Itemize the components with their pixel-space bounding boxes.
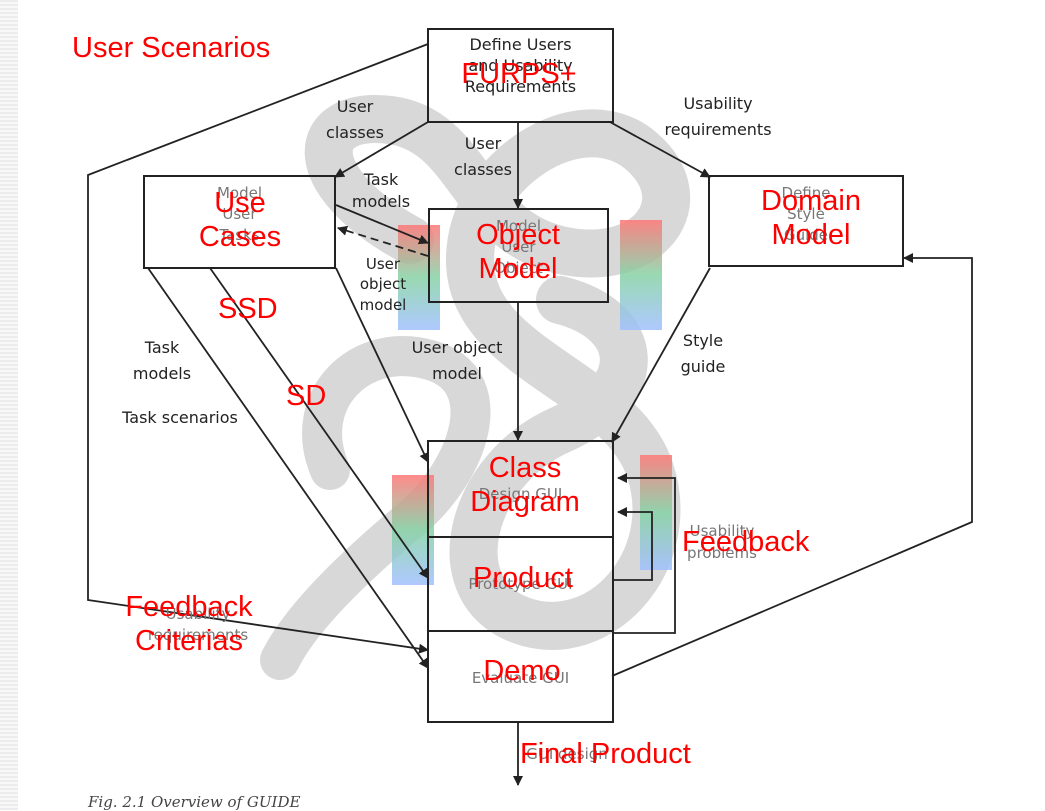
edge-label-usability-requirements: Usability requirements <box>664 94 772 139</box>
annotation-feedback-right: Feedback <box>682 526 810 558</box>
edge-label-user-object-model-small: User object model <box>359 255 407 314</box>
figure-caption: Fig. 2.1 Overview of GUIDE <box>88 793 301 811</box>
define-users-box: Define Users and Usability Requirements <box>427 28 614 123</box>
edge-label-usability-problems: Usability problems <box>687 522 757 562</box>
model-user-object-label: Model User Object <box>494 217 543 277</box>
watermark-letter-d <box>620 220 662 330</box>
evaluate-gui-box: Evaluate GUI <box>427 630 614 723</box>
annotation-product: Product <box>473 562 573 594</box>
model-user-tasks-label: Model User Tasks <box>216 184 263 244</box>
edge-label-task-scenarios: Task scenarios <box>122 408 238 427</box>
annotation-final-product: Final Product <box>520 738 691 770</box>
define-style-guide-box: Define Style Guide <box>708 175 904 267</box>
model-user-tasks-box: Model User Tasks <box>143 175 336 269</box>
edge-label-style-guide: Style guide <box>680 331 726 376</box>
annotation-furps: FURPS+ <box>461 58 577 90</box>
prototype-gui-label: Prototype GUI <box>468 575 573 593</box>
annotation-ssd: SSD <box>218 293 278 325</box>
annotation-sd: SD <box>286 380 327 412</box>
annotation-domain-model: Domain Model <box>761 185 861 251</box>
scan-edge <box>0 0 18 810</box>
design-gui-label: Design GUI <box>478 485 563 503</box>
edge-label-gui-design: GUI design <box>526 745 608 763</box>
annotation-object-model: Object Model <box>476 219 560 285</box>
annotation-user-scenarios: User Scenarios <box>72 32 271 64</box>
annotation-use-cases: Use Cases <box>198 187 282 253</box>
edge-label-usability-requirements-bottom: Usability requirements <box>147 605 249 644</box>
edge-label-task-models-top: Task models <box>351 170 411 212</box>
edge-label-user-object-model-center: User object model <box>411 338 503 383</box>
evaluate-gui-label: Evaluate GUI <box>471 669 570 687</box>
define-style-guide-label: Define Style Guide <box>781 184 831 244</box>
connectors <box>87 43 973 786</box>
annotation-feedback-criterias: Feedback Criterias <box>125 591 253 657</box>
edge-label-user-classes-left: User classes <box>326 97 384 142</box>
edge-label-user-classes-center: User classes <box>454 134 512 179</box>
annotation-demo: Demo <box>483 655 561 687</box>
define-users-label: Define Users and Usability Requirements <box>464 35 577 96</box>
model-user-object-box: Model User Object <box>428 208 609 303</box>
annotation-class-diagram: Class Diagram <box>470 452 580 518</box>
edge-label-task-models-left: Task models <box>132 338 192 383</box>
